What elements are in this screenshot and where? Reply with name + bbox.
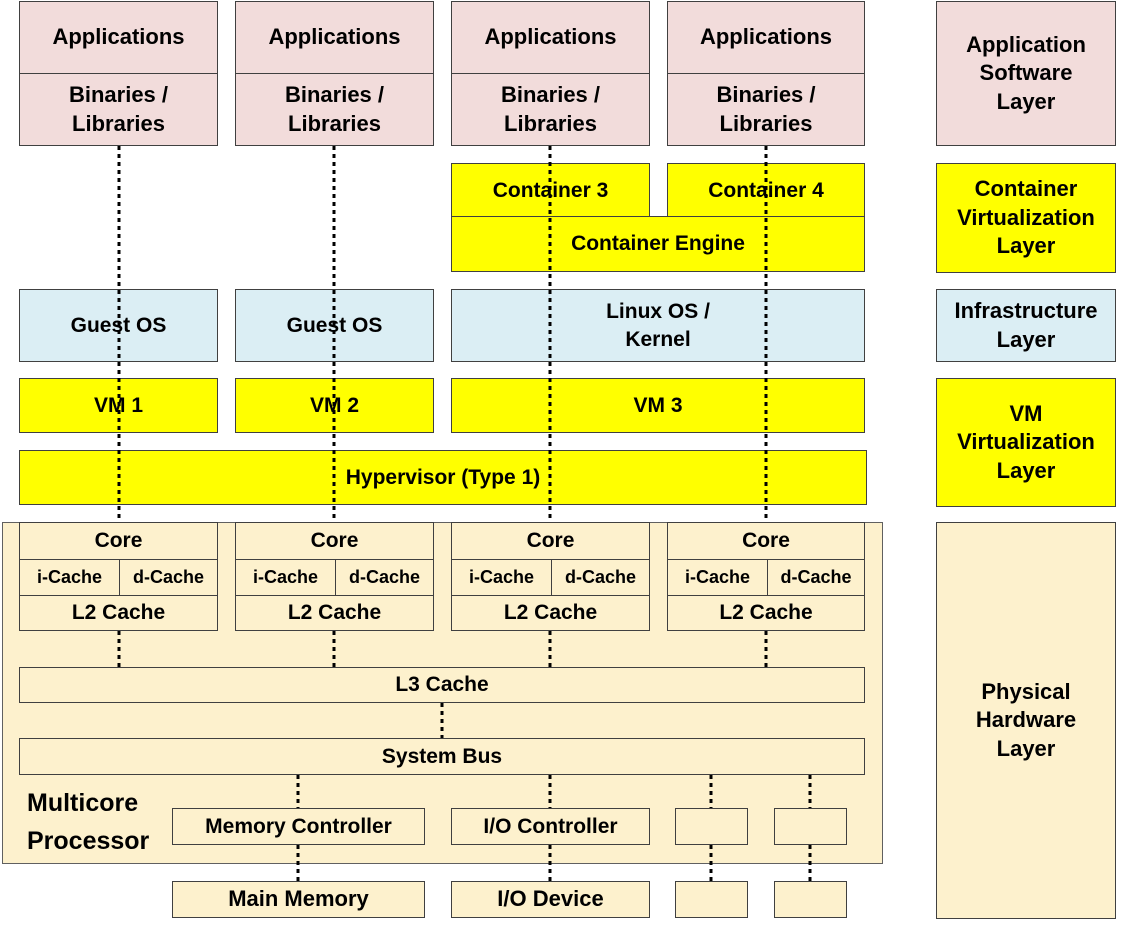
main-memory-box: Main Memory bbox=[172, 881, 425, 918]
controller-box-blank-2 bbox=[774, 808, 847, 845]
l3-cache-box: L3 Cache bbox=[19, 667, 865, 703]
binaries-libraries-box-4: Binaries / Libraries bbox=[667, 73, 865, 146]
device-box-blank-1 bbox=[675, 881, 748, 918]
multicore-processor-label: Multicore Processor bbox=[27, 789, 150, 855]
layer-label-physical-hardware: Physical Hardware Layer bbox=[936, 522, 1116, 919]
core-label: Core bbox=[667, 522, 865, 560]
l2-cache-box: L2 Cache bbox=[451, 595, 650, 631]
layer-label-infrastructure: Infrastructure Layer bbox=[936, 289, 1116, 362]
container-4-box: Container 4 bbox=[667, 163, 865, 218]
device-box-blank-2 bbox=[774, 881, 847, 918]
vm-1-box: VM 1 bbox=[19, 378, 218, 433]
core-label: Core bbox=[19, 522, 218, 560]
layer-label-container-virtualization: Container Virtualization Layer bbox=[936, 163, 1116, 273]
io-device-box: I/O Device bbox=[451, 881, 650, 918]
io-controller-box: I/O Controller bbox=[451, 808, 650, 845]
applications-box-4: Applications bbox=[667, 1, 865, 74]
layer-label-vm-virtualization: VM Virtualization Layer bbox=[936, 378, 1116, 507]
linux-os-kernel-box: Linux OS / Kernel bbox=[451, 289, 865, 362]
container-engine-box: Container Engine bbox=[451, 216, 865, 272]
hypervisor-box: Hypervisor (Type 1) bbox=[19, 450, 867, 505]
vm-2-box: VM 2 bbox=[235, 378, 434, 433]
vm-3-box: VM 3 bbox=[451, 378, 865, 433]
d-cache-box: d-Cache bbox=[767, 559, 865, 596]
controller-box-blank-1 bbox=[675, 808, 748, 845]
layer-label-application-software: Application Software Layer bbox=[936, 1, 1116, 146]
applications-box-3: Applications bbox=[451, 1, 650, 74]
l2-cache-box: L2 Cache bbox=[235, 595, 434, 631]
system-bus-box: System Bus bbox=[19, 738, 865, 775]
guest-os-box-1: Guest OS bbox=[19, 289, 218, 362]
guest-os-box-2: Guest OS bbox=[235, 289, 434, 362]
i-cache-box: i-Cache bbox=[235, 559, 336, 596]
container-3-box: Container 3 bbox=[451, 163, 650, 218]
i-cache-box: i-Cache bbox=[667, 559, 768, 596]
applications-box-1: Applications bbox=[19, 1, 218, 74]
i-cache-box: i-Cache bbox=[19, 559, 120, 596]
l2-cache-box: L2 Cache bbox=[19, 595, 218, 631]
binaries-libraries-box-2: Binaries / Libraries bbox=[235, 73, 434, 146]
d-cache-box: d-Cache bbox=[335, 559, 434, 596]
i-cache-box: i-Cache bbox=[451, 559, 552, 596]
l2-cache-box: L2 Cache bbox=[667, 595, 865, 631]
memory-controller-box: Memory Controller bbox=[172, 808, 425, 845]
binaries-libraries-box-3: Binaries / Libraries bbox=[451, 73, 650, 146]
applications-box-2: Applications bbox=[235, 1, 434, 74]
d-cache-box: d-Cache bbox=[119, 559, 218, 596]
core-label: Core bbox=[235, 522, 434, 560]
binaries-libraries-box-1: Binaries / Libraries bbox=[19, 73, 218, 146]
d-cache-box: d-Cache bbox=[551, 559, 650, 596]
core-label: Core bbox=[451, 522, 650, 560]
